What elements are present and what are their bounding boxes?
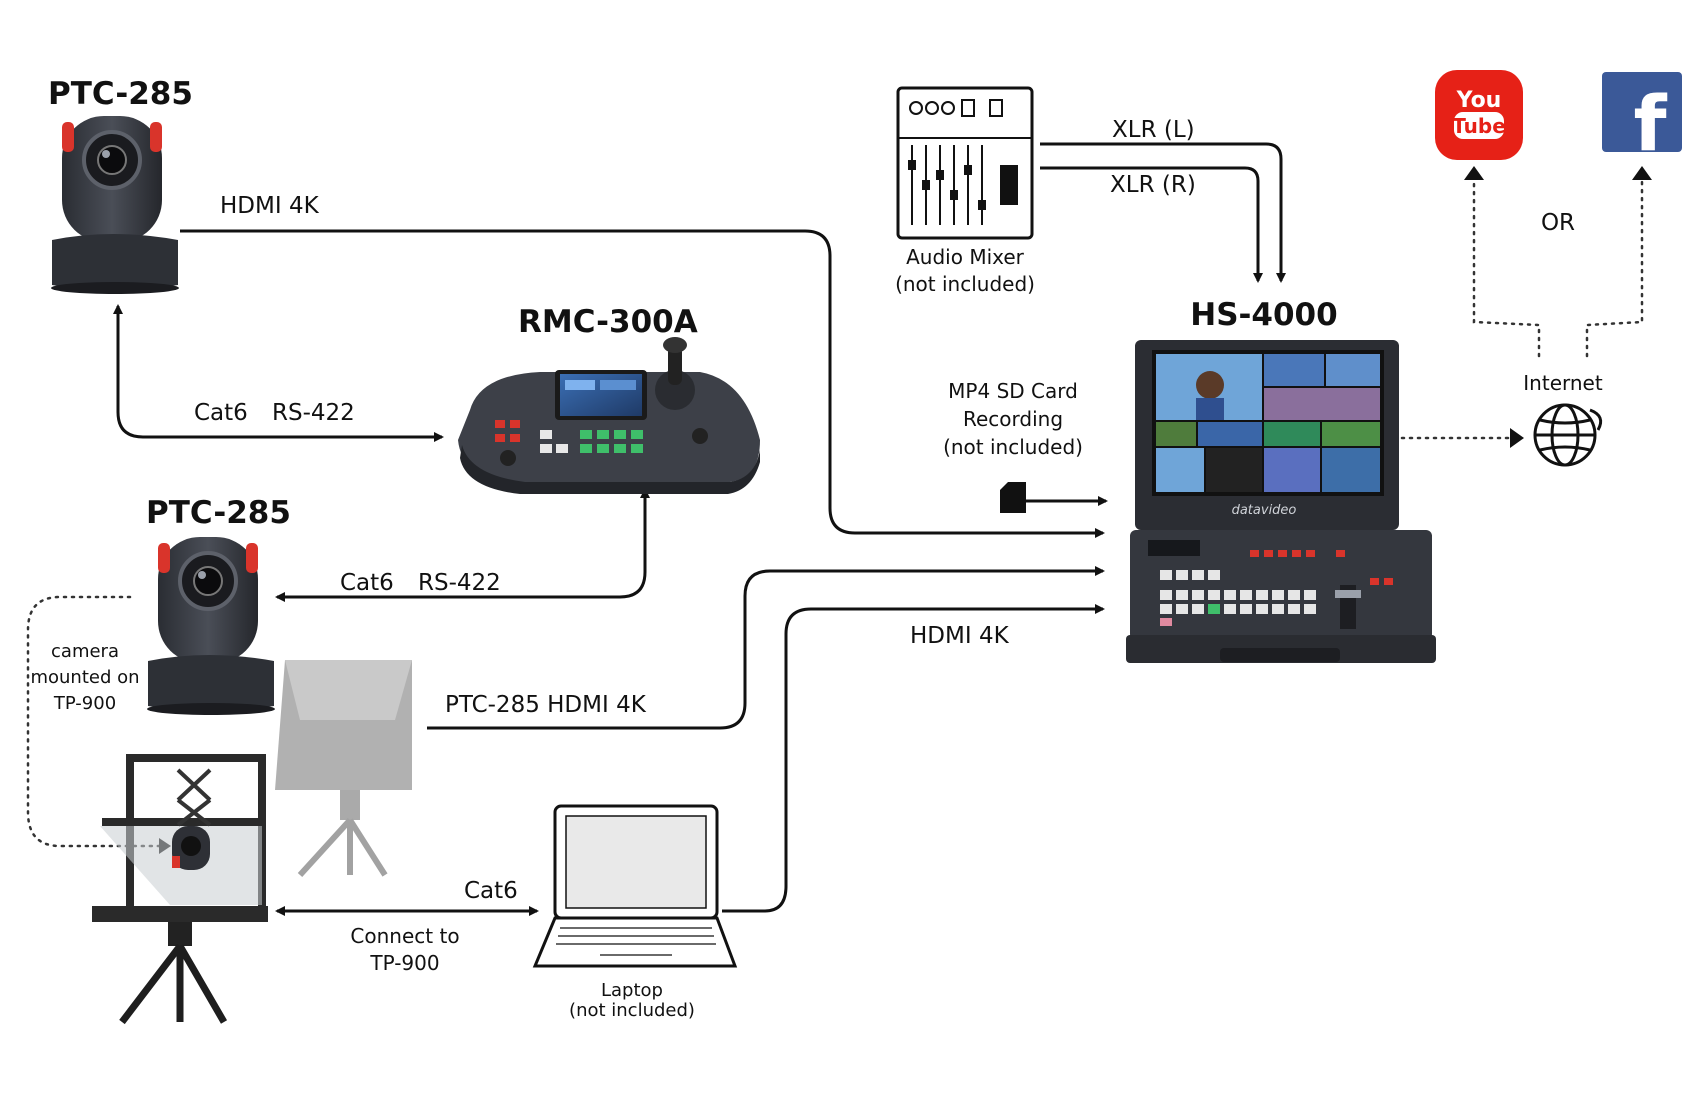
- sdcard-caption-line1: MP4 SD Card: [948, 379, 1078, 403]
- connection-labels: HDMI 4K Cat6 RS-422 Cat6 RS-422 PTC-285 …: [194, 117, 1575, 975]
- video-switcher-icon: datavideo: [1126, 340, 1436, 663]
- label-cam-mid-cat6: Cat6: [340, 570, 394, 596]
- mixer-caption-line2: (not included): [895, 272, 1035, 296]
- teleprompter-icon: [275, 660, 412, 878]
- label-xlr-left: XLR (L): [1112, 117, 1195, 143]
- ptz-camera-icon: [147, 537, 275, 715]
- label-cam-top-hdmi: HDMI 4K: [220, 193, 320, 219]
- laptop-icon: [532, 804, 738, 968]
- label-or: OR: [1541, 210, 1575, 236]
- audio-mixer: Audio Mixer (not included): [895, 86, 1035, 296]
- camera-controller-icon: [458, 337, 760, 494]
- camera-mid-title: PTC-285: [146, 495, 291, 531]
- camera-note-line3: TP-900: [53, 693, 116, 714]
- sd-card-recording: MP4 SD Card Recording (not included): [943, 379, 1083, 513]
- youtube-line2: Tube: [1452, 114, 1506, 138]
- label-xlr-right: XLR (R): [1110, 172, 1196, 198]
- audio-mixer-icon: [896, 86, 1034, 240]
- switcher-title: HS-4000: [1190, 297, 1337, 333]
- camera-ptc285-top: PTC-285: [48, 76, 193, 294]
- switcher-hs4000: HS-4000 datavideo: [1126, 297, 1436, 663]
- label-cam-mid-hdmi: PTC-285 HDMI 4K: [445, 692, 647, 718]
- label-tp900: TP-900: [369, 951, 439, 975]
- sd-card-icon: [1000, 482, 1026, 513]
- facebook-icon: [1602, 72, 1682, 152]
- facebook-destination: f: [1602, 72, 1682, 168]
- ptz-camera-icon: [172, 826, 210, 870]
- tp900-teleprompter-rig: [92, 660, 412, 1025]
- label-cam-top-cat6: Cat6: [194, 400, 248, 426]
- sdcard-caption-line2: Recording: [963, 407, 1063, 431]
- label-laptop-cat6: Cat6: [464, 878, 518, 904]
- camera-note-line2: mounted on: [30, 667, 139, 688]
- camera-top-title: PTC-285: [48, 76, 193, 112]
- switcher-brand: datavideo: [1232, 503, 1297, 518]
- youtube-destination: You Tube: [1435, 70, 1523, 160]
- globe-icon: [1533, 403, 1603, 467]
- laptop-caption-line1: Laptop: [601, 980, 663, 1001]
- mixer-caption-line1: Audio Mixer: [906, 245, 1025, 269]
- facebook-glyph: f: [1633, 79, 1667, 168]
- laptop: Laptop (not included): [532, 804, 738, 1021]
- label-connect-to: Connect to: [350, 924, 459, 948]
- controller-title: RMC-300A: [518, 304, 698, 340]
- youtube-line1: You: [1456, 88, 1502, 113]
- sdcard-caption-line3: (not included): [943, 435, 1083, 459]
- internet-label: Internet: [1523, 371, 1603, 395]
- label-laptop-hdmi: HDMI 4K: [910, 623, 1010, 649]
- label-cam-mid-rs422: RS-422: [418, 570, 501, 596]
- controller-rmc300a: RMC-300A: [458, 304, 760, 494]
- ptz-camera-icon: [51, 116, 179, 294]
- internet: Internet: [1523, 371, 1603, 467]
- camera-note-line1: camera: [51, 641, 119, 662]
- laptop-caption-line2: (not included): [569, 1000, 695, 1021]
- label-cam-top-rs422: RS-422: [272, 400, 355, 426]
- connection-lines: [26, 142, 1652, 916]
- camera-ptc285-mid: PTC-285 camera mounted on TP-900: [30, 495, 291, 715]
